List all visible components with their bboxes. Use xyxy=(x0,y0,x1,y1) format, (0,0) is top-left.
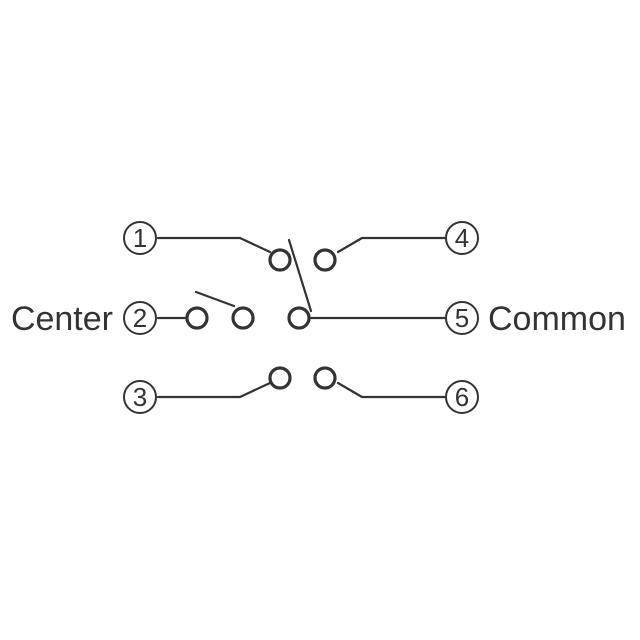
pin-3: 3 xyxy=(123,380,157,414)
contact-mid-2 xyxy=(231,306,255,330)
contact-mid-3 xyxy=(287,306,311,330)
pin-4-label: 4 xyxy=(455,223,469,253)
contact-bottom-right xyxy=(313,366,337,390)
pin-2-label: 2 xyxy=(133,303,147,333)
pin-6: 6 xyxy=(445,380,479,414)
wire-pin4 xyxy=(336,236,448,254)
pin-3-label: 3 xyxy=(133,382,147,412)
contact-bottom-left xyxy=(268,366,292,390)
center-lever xyxy=(194,290,236,308)
pin-1: 1 xyxy=(123,221,157,255)
common-label: Common xyxy=(488,300,626,338)
pin-4: 4 xyxy=(445,221,479,255)
pin-5: 5 xyxy=(445,301,479,335)
pin-6-label: 6 xyxy=(455,382,469,412)
pin-2: 2 xyxy=(123,301,157,335)
contact-top-right xyxy=(313,248,337,272)
center-label: Center xyxy=(11,300,113,338)
contact-mid-1 xyxy=(185,306,209,330)
wire-pin3 xyxy=(156,381,272,399)
wire-pin6 xyxy=(336,381,448,399)
pin-5-label: 5 xyxy=(455,303,469,333)
contact-top-left xyxy=(268,248,292,272)
wire-pin1 xyxy=(156,236,272,254)
common-lever xyxy=(287,238,313,313)
pin-1-label: 1 xyxy=(133,223,147,253)
